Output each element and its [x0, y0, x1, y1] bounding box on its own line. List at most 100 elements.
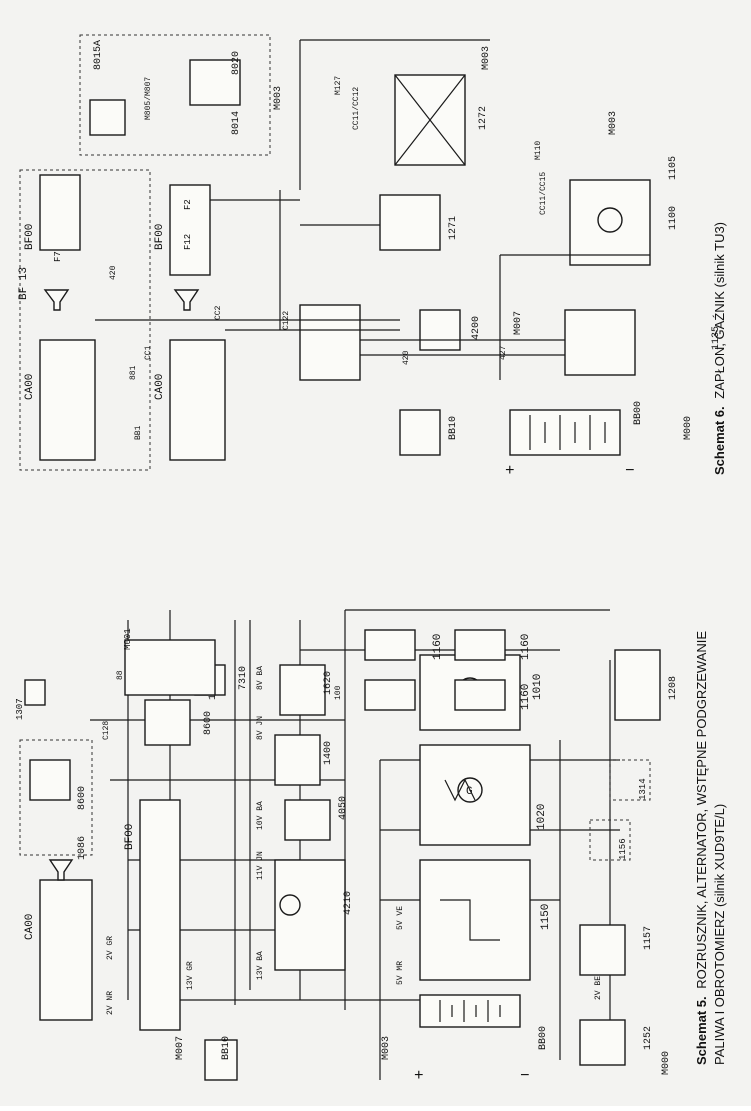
svg-text:13V BA: 13V BA [256, 951, 265, 980]
svg-text:C122: C122 [282, 311, 291, 330]
svg-text:13V GR: 13V GR [186, 961, 195, 990]
c1400-label: 1400 [323, 741, 334, 765]
battery-plus-icon-2: + [505, 462, 515, 480]
funnel-icon-2 [43, 289, 70, 311]
caption5-label: Schemat 5. [694, 996, 709, 1065]
glow-plug-4 [454, 679, 506, 711]
c1208-box [614, 649, 661, 721]
c1307-label: 1307 [15, 698, 25, 720]
ca00-label: CA00 [24, 914, 36, 940]
c1010-label: 1010 [532, 674, 544, 700]
ca00b-label: CA00 [154, 374, 166, 400]
svg-text:5V VE: 5V VE [396, 906, 405, 930]
bb10-label: BB10 [221, 1036, 232, 1060]
c1156-box [589, 819, 631, 861]
m001-relay-box [124, 639, 216, 696]
svg-text:8V BA: 8V BA [256, 666, 265, 690]
c1105-label: 1105 [668, 156, 679, 180]
ca00b-box [169, 339, 226, 461]
bb10b-label: BB10 [448, 416, 459, 440]
c8014-box [89, 99, 126, 136]
c8600-box [144, 699, 191, 746]
c4210b-box [299, 304, 361, 381]
c1160c-label: 1160 [520, 684, 532, 710]
c1020-label: 1020 [536, 804, 548, 830]
f7-label: F7 [53, 251, 63, 262]
m003e-label: M003 [481, 46, 492, 70]
c8015a-label: 8015A [93, 40, 104, 70]
glow-plug-3 [364, 679, 416, 711]
bf00-box [139, 799, 181, 1031]
c1271-box [379, 194, 441, 251]
schemat-5-diagram: CA00 BF00 BB10 M007 M003 M000 BB00 + − 1… [15, 609, 679, 1085]
c1100-label: 1100 [668, 206, 679, 230]
svg-text:2V BE: 2V BE [594, 976, 603, 1000]
svg-text:88: 88 [116, 670, 125, 680]
m003a-label: M003 [381, 1036, 392, 1060]
glow-plug-1 [364, 629, 416, 661]
svg-text:420: 420 [109, 265, 118, 280]
svg-text:CC11/CC12: CC11/CC12 [352, 87, 361, 130]
caption5-line2: PALIWA I OBROTOMIERZ (silnik XUD9TE/L) [712, 804, 727, 1065]
ca00-box [39, 879, 93, 1021]
fan-relay-zone [79, 34, 271, 156]
c7310-label: 7310 [238, 666, 249, 690]
funnel-icon-3 [173, 289, 200, 311]
c1157-label: 1157 [643, 926, 654, 950]
c8600b-box [29, 759, 71, 801]
funnel-icon [48, 859, 74, 881]
svg-text:2V NR: 2V NR [106, 991, 115, 1015]
ca00a-label: CA00 [24, 374, 36, 400]
svg-text:Schemat 5. ROZRUSZNIK, A: Schemat 5. ROZRUSZNIK, ALTERNATOR, WSTĘP… [694, 631, 709, 1065]
c4050-box [284, 799, 331, 841]
c4200-box [419, 309, 461, 351]
svg-text:10V BA: 10V BA [256, 801, 265, 830]
svg-text:100: 100 [334, 685, 343, 700]
c1620-label: 1620 [323, 671, 334, 695]
svg-text:CC2: CC2 [214, 305, 223, 320]
svg-text:CC1: CC1 [144, 345, 153, 360]
c1157-box [579, 924, 626, 976]
bf00a-label: BF00 [24, 224, 36, 250]
svg-text:C128: C128 [102, 721, 111, 740]
bf13-zone [19, 169, 151, 471]
bf00a-box [39, 174, 81, 251]
wire-labels-6: 420 420 427 881 BB1 CC1 CC2 C122 CC11/CC… [109, 76, 548, 440]
c4210-box [274, 859, 346, 971]
svg-text:CC11/CC15: CC11/CC15 [539, 172, 548, 215]
m007b-label: M007 [513, 311, 524, 335]
c1314-label: 1314 [638, 778, 648, 800]
c1620-box [279, 664, 326, 716]
svg-text:2V GR: 2V GR [106, 936, 115, 960]
ca00a-box [39, 339, 96, 461]
m003d-label: M003 [273, 86, 284, 110]
svg-text:8V JN: 8V JN [256, 716, 265, 740]
glow-plug-2 [454, 629, 506, 661]
c1307-box [24, 679, 46, 706]
c1086b-label: 1086 [77, 836, 88, 860]
m001-label: M001 [123, 628, 133, 650]
svg-text:427: 427 [499, 345, 508, 360]
c1160b-label: 1160 [520, 634, 532, 660]
c1272-label: 1272 [478, 106, 489, 130]
bb10-box [204, 1039, 238, 1081]
svg-text:M127: M127 [334, 76, 343, 95]
c1400-box [274, 734, 321, 786]
m007-label: M007 [175, 1036, 186, 1060]
svg-text:881: 881 [129, 365, 138, 380]
bf13-label: BF 13 [18, 267, 30, 300]
m000b-label: M000 [683, 416, 694, 440]
distributor-icon [597, 207, 623, 233]
svg-text:M805/M807: M805/M807 [144, 77, 153, 120]
rpm-gauge-icon [279, 894, 301, 916]
c4050-label: 4050 [338, 796, 349, 820]
svg-text:G: G [466, 786, 473, 798]
bf00-label: BF00 [124, 824, 136, 850]
bb00b-battery [509, 409, 621, 456]
c1314-box [609, 759, 651, 801]
bb00-label: BB00 [538, 1026, 549, 1050]
c8600-label: 8600 [203, 711, 214, 735]
bb00-battery [419, 994, 521, 1028]
